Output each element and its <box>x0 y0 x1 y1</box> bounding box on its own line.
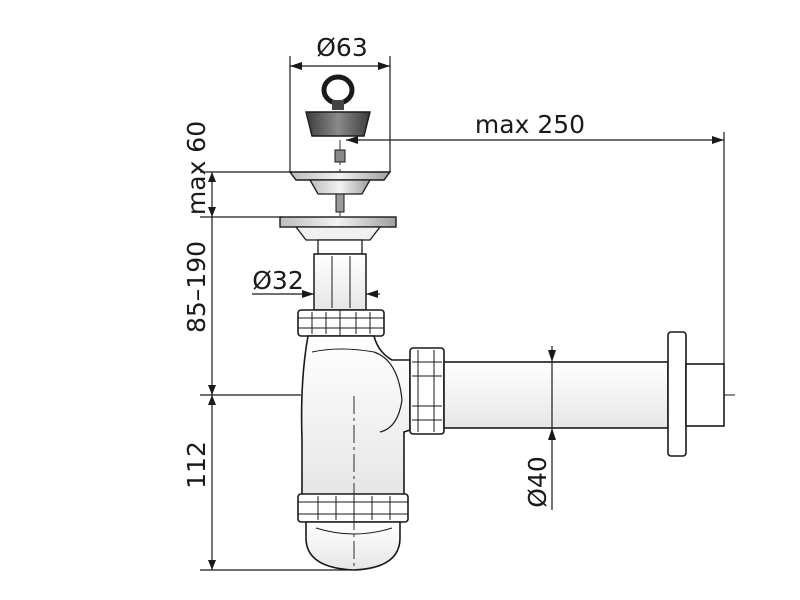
wall-pipe-stub <box>685 363 725 427</box>
dimension-diameter-63: Ø63 <box>289 33 391 172</box>
waste-neck <box>317 239 363 255</box>
dimension-label-85-190: 85–190 <box>182 241 211 333</box>
tailpiece-assembly <box>279 216 397 337</box>
stopper-neck <box>332 100 344 110</box>
dimension-label-63: Ø63 <box>316 33 368 62</box>
dimension-label-40: Ø40 <box>523 456 552 508</box>
bottle-housing <box>300 335 411 496</box>
dimension-label-112: 112 <box>182 441 211 489</box>
dimension-label-max-250: max 250 <box>475 110 585 139</box>
strainer-stem <box>335 193 345 213</box>
rubber-stopper <box>305 74 371 137</box>
dimension-label-32: Ø32 <box>252 266 304 295</box>
outlet-nut <box>409 347 445 435</box>
dimension-max-250: max 250 <box>346 110 725 364</box>
stopper-plug <box>305 111 371 137</box>
strainer-knob <box>334 149 346 163</box>
waste-collar <box>294 226 382 241</box>
wall-rosette <box>667 331 687 457</box>
left-dimensions: max 60 85–190 112 <box>182 121 352 571</box>
dimension-diameter-32: Ø32 <box>252 266 380 298</box>
tailpiece-pipe <box>313 253 367 311</box>
lower-nut <box>297 493 409 523</box>
strainer-bowl <box>308 179 372 195</box>
dimension-diameter-40: Ø40 <box>523 346 556 510</box>
waste-flange <box>279 216 397 228</box>
dimension-label-max-60: max 60 <box>182 121 211 215</box>
strainer-flange <box>288 171 392 181</box>
stopper-ring-icon <box>321 74 355 106</box>
strainer <box>288 149 392 213</box>
upper-nut <box>297 309 385 337</box>
outlet-connection <box>409 331 725 457</box>
bottle-body <box>297 335 411 571</box>
bottom-cap <box>305 521 401 571</box>
outlet-pipe <box>443 361 669 429</box>
